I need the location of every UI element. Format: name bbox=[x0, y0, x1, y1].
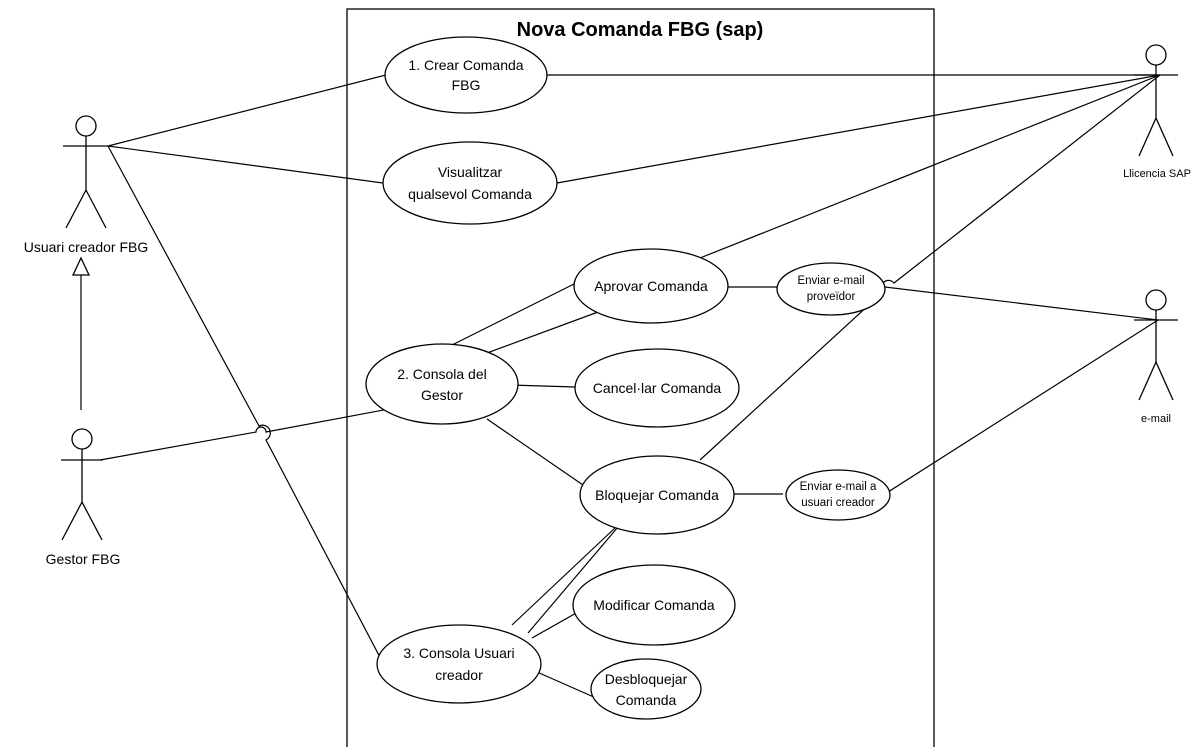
use-case-bloquejar-label: Bloquejar Comanda bbox=[595, 487, 719, 503]
line-aprovar-sap bbox=[699, 74, 1161, 259]
line-enviar-email bbox=[884, 286, 1159, 321]
use-case-visualitzar-line1: Visualitzar bbox=[438, 164, 503, 180]
use-case-cancelar-label: Cancel·lar Comanda bbox=[593, 380, 722, 396]
use-case-desbloquejar-line1: Desbloquejar bbox=[605, 671, 688, 687]
association-lines bbox=[99, 74, 1161, 699]
use-case-enviar-proveidor-line1: Enviar e-mail bbox=[797, 275, 864, 287]
line-gestor-aprovar-b bbox=[467, 311, 599, 361]
actor-email-label: e-mail bbox=[1141, 413, 1171, 425]
use-case-crear-line1: 1. Crear Comanda bbox=[408, 57, 523, 73]
line-visualitzar-sap bbox=[556, 74, 1161, 184]
line-usuari-bloquejar-b bbox=[527, 526, 619, 634]
actor-usuari-creador[interactable]: Usuari creador FBG bbox=[24, 115, 148, 255]
generalization-triangle-icon bbox=[71, 256, 91, 276]
actor-gestor[interactable]: Gestor FBG bbox=[46, 428, 121, 567]
system-title: Nova Comanda FBG (sap) bbox=[517, 19, 764, 41]
use-case-enviar-proveidor[interactable]: Enviar e-mail proveïdor bbox=[776, 262, 886, 316]
line-creator-consola-usuari bbox=[107, 145, 384, 664]
use-case-enviar-creador-line2: usuari creador bbox=[801, 497, 875, 509]
line-usuari-desbloquejar bbox=[536, 671, 597, 699]
line-bloquejar-sap bbox=[699, 74, 1161, 461]
use-case-modificar-label: Modificar Comanda bbox=[593, 597, 715, 613]
use-case-aprovar[interactable]: Aprovar Comanda bbox=[573, 248, 729, 324]
use-case-consola-usuari-line1: 3. Consola Usuari bbox=[403, 645, 514, 661]
use-case-enviar-creador-line1: Enviar e-mail a bbox=[800, 481, 877, 493]
line-creator-visualitzar bbox=[107, 145, 384, 184]
line-gestor-bloquejar bbox=[486, 418, 584, 486]
actor-usuari-creador-label: Usuari creador FBG bbox=[24, 239, 148, 255]
generalization-arrow bbox=[71, 256, 91, 410]
use-case-visualitzar[interactable]: Visualitzar qualsevol Comanda bbox=[382, 141, 558, 225]
line-gestor-aprovar-a bbox=[451, 281, 579, 346]
use-case-consola-gestor-line1: 2. Consola del bbox=[397, 366, 487, 382]
actor-stick-figure-icon bbox=[61, 428, 103, 541]
actor-llicencia-sap[interactable]: Llicencia SAP bbox=[1123, 44, 1191, 180]
actor-llicencia-sap-label: Llicencia SAP bbox=[1123, 168, 1191, 180]
use-case-desbloquejar-line2: Comanda bbox=[616, 692, 677, 708]
line-usuari-modificar bbox=[531, 611, 579, 639]
use-case-visualitzar-line2: qualsevol Comanda bbox=[408, 186, 532, 202]
use-case-consola-usuari-line2: creador bbox=[435, 667, 483, 683]
use-case-aprovar-label: Aprovar Comanda bbox=[594, 278, 708, 294]
use-case-consola-usuari[interactable]: 3. Consola Usuari creador bbox=[376, 624, 542, 704]
use-case-enviar-proveidor-line2: proveïdor bbox=[807, 291, 856, 303]
use-case-bloquejar[interactable]: Bloquejar Comanda bbox=[579, 455, 735, 535]
use-case-desbloquejar[interactable]: Desbloquejar Comanda bbox=[590, 658, 702, 720]
use-case-crear[interactable]: 1. Crear Comanda FBG bbox=[384, 36, 548, 114]
use-case-enviar-creador[interactable]: Enviar e-mail a usuari creador bbox=[785, 469, 891, 521]
line-enviar-creador-email bbox=[887, 319, 1159, 493]
system-boundary bbox=[346, 8, 935, 747]
actor-stick-figure-icon bbox=[1134, 44, 1178, 157]
use-case-crear-line2: FBG bbox=[452, 77, 481, 93]
use-case-modificar[interactable]: Modificar Comanda bbox=[572, 564, 736, 646]
line-creator-crear bbox=[107, 74, 387, 147]
line-usuari-bloquejar-a bbox=[511, 526, 617, 626]
actor-email[interactable]: e-mail bbox=[1134, 289, 1178, 425]
use-case-consola-gestor-line2: Gestor bbox=[421, 387, 463, 403]
actor-stick-figure-icon bbox=[63, 115, 108, 229]
actor-gestor-label: Gestor FBG bbox=[46, 551, 121, 567]
use-case-cancelar[interactable]: Cancel·lar Comanda bbox=[574, 348, 740, 428]
actor-stick-figure-icon bbox=[1134, 289, 1178, 401]
line-gestor-consola-gestor bbox=[99, 405, 406, 461]
use-case-consola-gestor[interactable]: 2. Consola del Gestor bbox=[365, 343, 519, 425]
line-gestor-cancelar bbox=[509, 384, 576, 388]
